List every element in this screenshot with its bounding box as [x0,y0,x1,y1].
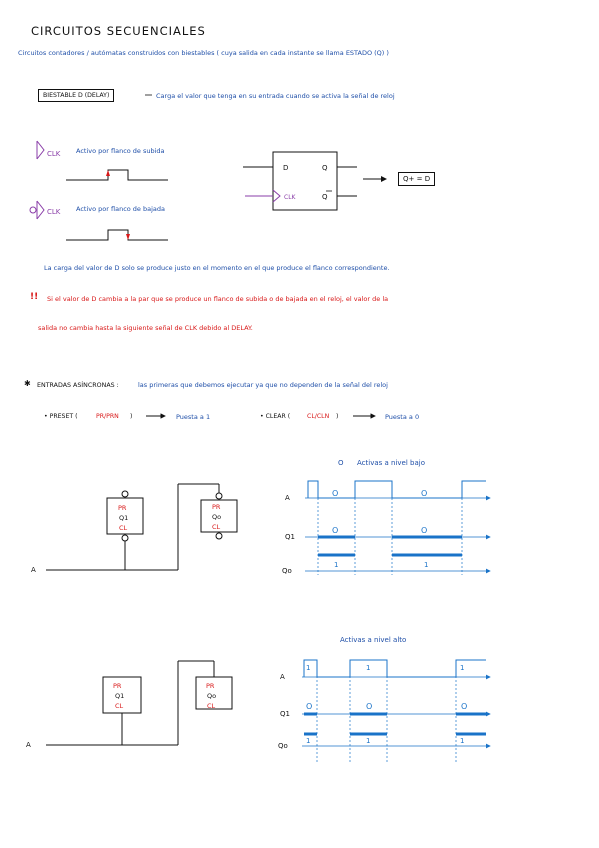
high-sig-qo: Qo [278,742,288,750]
dff-qbar-label: Q [322,193,328,201]
low-mark-circle-3: O [332,526,338,535]
high-mark-one-3: 1 [460,664,464,672]
high-qo-label: Qo [207,692,216,700]
low-active-circuit [46,483,238,571]
clear-prefix: • CLEAR ( [260,413,291,420]
high-sig-a: A [280,673,285,681]
low-sig-q1: Q1 [285,533,295,541]
low-cl-label: CL [119,524,128,532]
high-cl2-label: CL [207,702,216,710]
low-heading: Activas a nivel bajo [357,459,425,467]
high-pr2-label: PR [206,682,215,690]
equation-box: Q+ = D [398,172,436,186]
low-mark-circle-1: O [332,489,338,498]
low-mark-one-1: 1 [334,561,338,569]
preset-prefix: • PRESET ( [44,413,78,420]
load-note: La carga del valor de D solo se produce … [44,264,390,272]
low-sig-a: A [285,494,290,502]
dff-d-label: D [283,164,288,172]
high-mark-circle-1: O [306,702,312,711]
clear-result: Puesta a 0 [385,413,420,421]
page-title: CIRCUITOS SECUENCIALES [31,24,206,38]
clear-suffix: ) [336,413,339,420]
low-cl2-label: CL [212,523,221,531]
high-sig-q1: Q1 [280,710,290,718]
clk-fall-description: Activo por flanco de bajada [76,205,166,213]
high-active-circuit [46,660,233,746]
preset-suffix: ) [130,413,133,420]
high-mark-circle-3: O [461,702,467,711]
high-mark-one-5: 1 [366,737,370,745]
low-timing-diagram [305,480,491,575]
clk-rise-symbol [36,140,45,160]
d-flip-flop [243,151,387,211]
low-sig-qo: Qo [282,567,292,575]
preset-code: PR/PRN [96,413,119,420]
dff-clk-label: CLK [284,194,297,201]
clk-rise-label: CLK [47,150,61,158]
preset-result: Puesta a 1 [176,413,211,421]
intro-text: Circuitos contadores / autómatas constru… [18,49,389,57]
high-mark-one-2: 1 [366,664,370,672]
high-mark-circle-2: O [366,702,372,711]
clear-code: CL/CLN [307,413,330,420]
high-mark-one-1: 1 [306,664,310,672]
low-heading-mark: O [338,459,344,467]
clk-fall-symbol [29,200,45,220]
high-mark-one-6: 1 [460,737,464,745]
async-description: las primeras que debemos ejecutar ya que… [138,381,388,389]
clk-rise-waveform [66,169,168,181]
clk-fall-label: CLK [47,208,61,216]
low-mark-one-2: 1 [424,561,428,569]
low-pr-label: PR [118,504,127,512]
high-q1-label: Q1 [115,692,124,700]
low-pr2-label: PR [212,503,221,511]
async-title: ENTRADAS ASÍNCRONAS : [37,382,119,389]
low-qo-label: Qo [212,513,221,521]
warning-line-1: Si el valor de D cambia a la par que se … [47,295,389,303]
high-heading: Activas a nivel alto [340,636,407,644]
dff-q-label: Q [322,164,328,172]
clk-fall-waveform [66,229,168,241]
biestable-description: Carga el valor que tenga en su entrada c… [156,92,395,100]
high-a-label: A [26,741,31,749]
high-timing-diagram [302,659,491,762]
biestable-label: BIESTABLE D (DELAY) [38,89,115,102]
low-q1-label: Q1 [119,514,128,522]
low-a-label: A [31,566,36,574]
warning-mark: !! [30,292,39,302]
high-pr-label: PR [113,682,122,690]
asterisk-icon: ✱ [24,379,31,388]
warning-line-2: salida no cambia hasta la siguiente seña… [38,324,253,332]
low-mark-circle-4: O [421,526,427,535]
high-mark-one-4: 1 [306,737,310,745]
clk-rise-description: Activo por flanco de subida [76,147,165,155]
high-cl-label: CL [115,702,124,710]
low-mark-circle-2: O [421,489,427,498]
